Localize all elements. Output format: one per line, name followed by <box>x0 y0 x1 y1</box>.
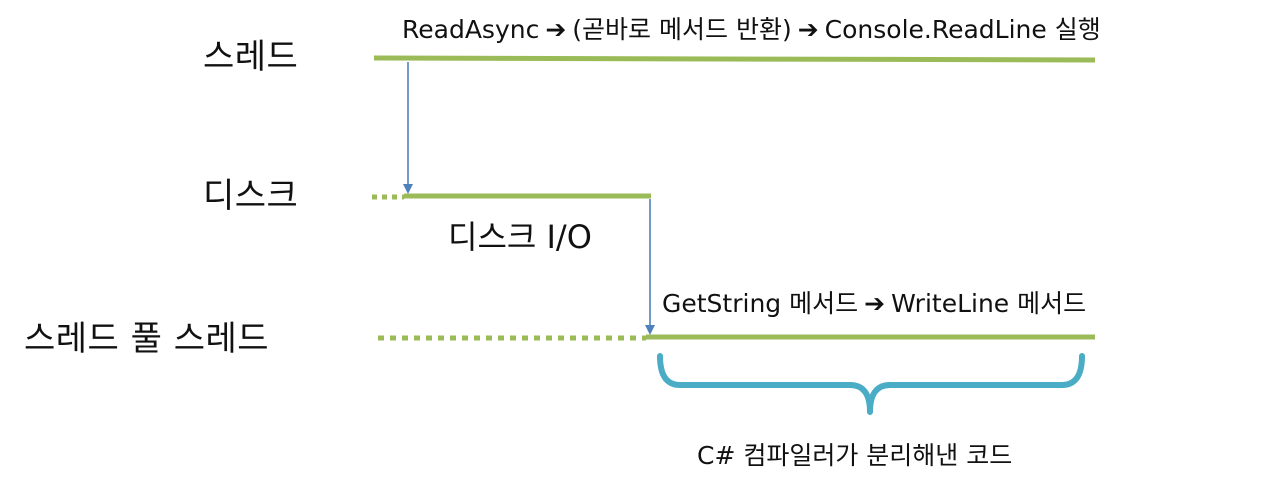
separated-code-brace <box>657 353 1085 415</box>
thread-timeline <box>373 55 1096 63</box>
brace-caption: C# 컴파일러가 분리해낸 코드 <box>697 441 1013 470</box>
heavy-right-arrow-icon: ➔ <box>797 15 819 44</box>
pool-row-label: 스레드 풀 스레드 <box>24 319 270 359</box>
thread-flow-step-2: (곧바로 메서드 반환) <box>572 15 792 44</box>
thread-flow-step-3: Console.ReadLine 실행 <box>824 15 1101 44</box>
thread-flow-step-1: ReadAsync <box>402 15 540 44</box>
disk-row-label: 디스크 <box>203 176 299 216</box>
pool-flow-step-1: GetString 메서드 <box>662 289 859 318</box>
thread-flow-note: ReadAsync➔(곧바로 메서드 반환)➔Console.ReadLine … <box>402 17 1101 42</box>
heavy-right-arrow-icon: ➔ <box>545 15 567 44</box>
heavy-right-arrow-icon: ➔ <box>864 289 886 318</box>
pool-flow-note: GetString 메서드➔WriteLine 메서드 <box>662 291 1086 316</box>
pool-flow-step-2: WriteLine 메서드 <box>891 289 1087 318</box>
thread-row-label: 스레드 <box>203 37 299 77</box>
disk-io-label: 디스크 I/O <box>448 218 592 256</box>
